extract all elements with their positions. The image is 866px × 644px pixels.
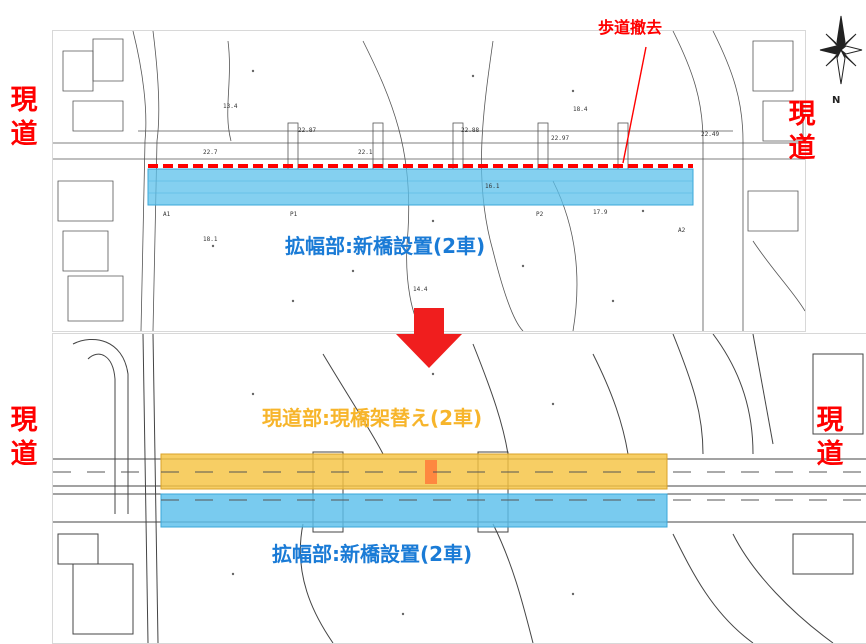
new-bridge-caption-bottom: 拡幅部:新橋設置(2車) [272, 542, 473, 566]
elevation-value: 22.88 [461, 127, 480, 134]
bottom-map-linework [53, 334, 866, 643]
compass-north-letter: N [832, 95, 841, 106]
elevation-value: 18.4 [573, 106, 588, 113]
existing-road-char-1: 現 [816, 405, 844, 436]
existing-road-char-2: 道 [788, 133, 816, 164]
abutment-label-a2: A2 [678, 227, 686, 234]
existing-road-label-top-right: 現 道 [784, 98, 820, 166]
north-compass-icon [819, 15, 863, 85]
elevation-value: 22.1 [358, 149, 373, 156]
existing-road-char-1: 現 [788, 99, 816, 130]
abutment-label-a1: A1 [163, 211, 171, 218]
bottom-plan-map [52, 333, 866, 644]
pier-label-p1: P1 [290, 211, 298, 218]
elevation-value: 22.7 [203, 149, 218, 156]
existing-road-char-1: 現 [10, 85, 38, 116]
new-bridge-band-top [147, 168, 694, 206]
top-plan-map: P1 P2 A1 A2 22.87 22.88 22.97 22.49 22.7… [52, 30, 806, 332]
pier-label-p2: P2 [536, 211, 544, 218]
marker-rect [425, 460, 437, 484]
down-arrow-icon [396, 308, 462, 368]
elevation-value: 22.97 [551, 135, 570, 142]
existing-road-label-top-left: 現 道 [6, 84, 42, 152]
callout-leader [622, 46, 647, 164]
existing-road-label-bottom-right: 現 道 [812, 404, 848, 472]
existing-bridge-band [160, 453, 668, 490]
elevation-value: 16.1 [485, 183, 500, 190]
sidewalk-removal-callout: 歩道撤去 [598, 18, 663, 37]
existing-road-char-2: 道 [816, 439, 844, 470]
elevation-value: 17.9 [593, 209, 608, 216]
existing-replacement-caption: 現道部:現橋架替え(2車) [262, 406, 483, 430]
existing-road-char-2: 道 [10, 119, 38, 150]
elevation-value: 13.4 [223, 103, 238, 110]
elevation-value: 18.1 [203, 236, 218, 243]
top-map-linework [53, 31, 805, 331]
new-bridge-band-bottom [160, 493, 668, 528]
new-bridge-caption-top: 拡幅部:新橋設置(2車) [285, 234, 486, 258]
existing-road-char-1: 現 [10, 405, 38, 436]
elevation-value: 22.87 [298, 127, 317, 134]
existing-road-char-2: 道 [10, 439, 38, 470]
elevation-value: 22.49 [701, 131, 720, 138]
elevation-value: 14.4 [413, 286, 428, 293]
existing-road-label-bottom-left: 現 道 [6, 404, 42, 472]
